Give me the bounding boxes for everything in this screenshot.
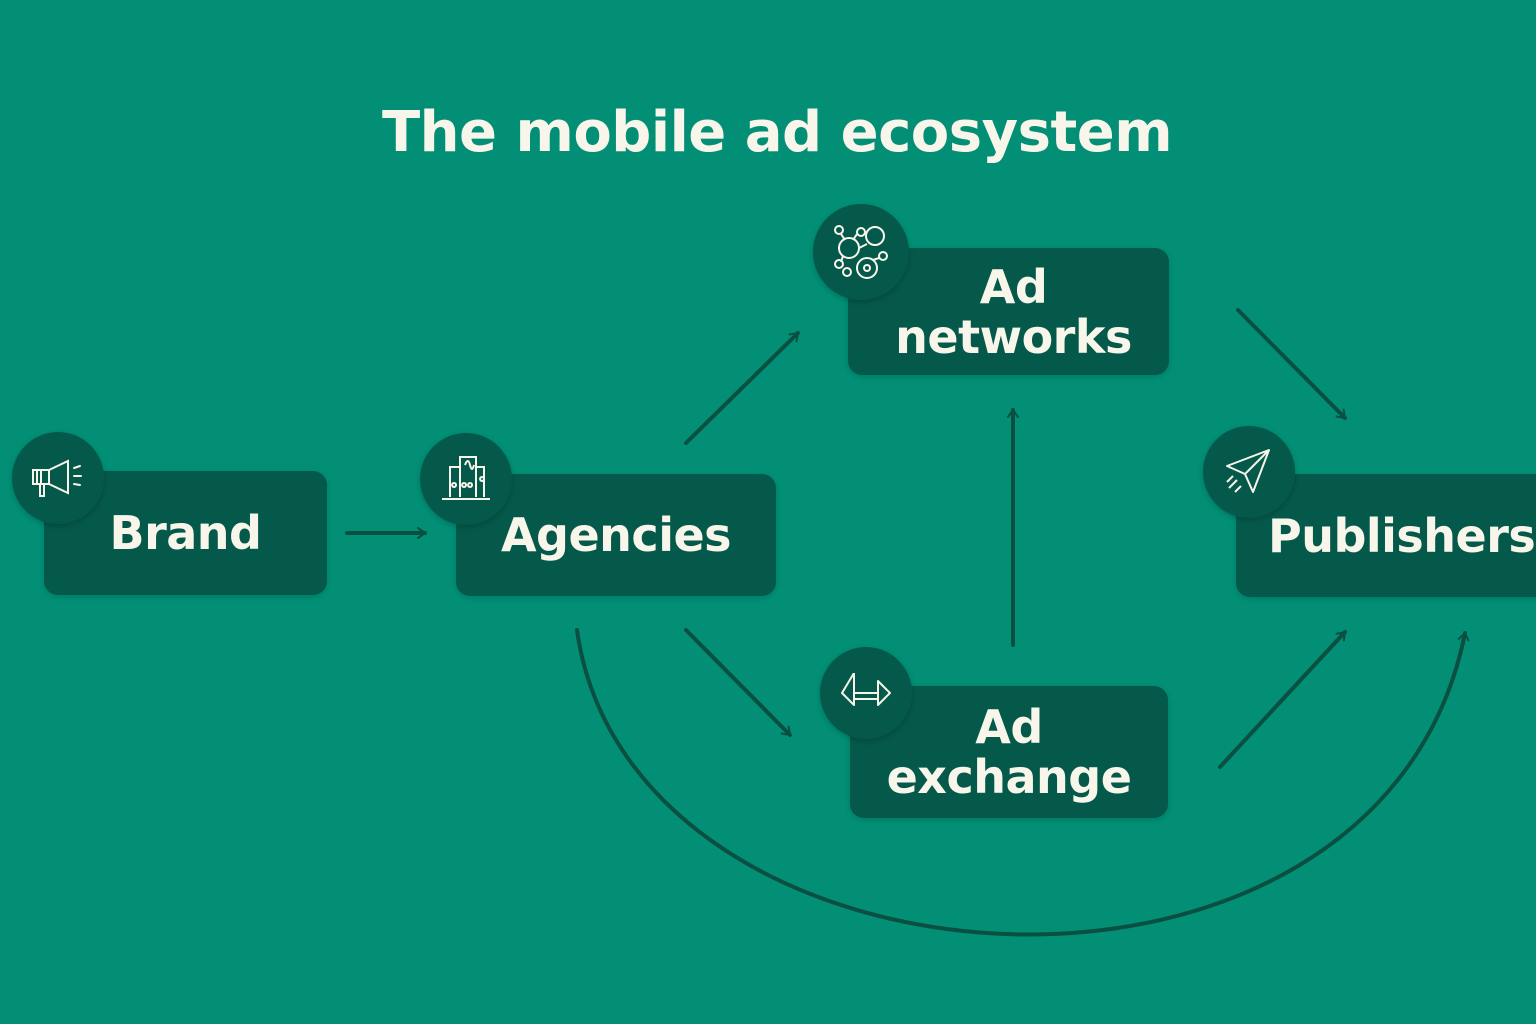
- arrow-adnetworks-publishers: [1236, 308, 1347, 420]
- paper-plane-icon: [1203, 426, 1295, 518]
- megaphone-icon: [12, 432, 104, 524]
- arrow-adexchange-publishers: [1218, 630, 1347, 769]
- node-label: Ad networks: [895, 259, 1132, 364]
- network-icon: [813, 204, 909, 300]
- node-label: Agencies: [500, 508, 732, 562]
- node-label: Ad exchange: [886, 700, 1132, 804]
- exchange-arrows-icon: [820, 647, 912, 739]
- node-ad-networks: Ad networks: [848, 248, 1169, 375]
- node-label: Brand: [109, 506, 262, 560]
- building-icon: [420, 433, 512, 525]
- diagram-title: The mobile ad ecosystem: [381, 100, 1173, 165]
- arrow-agencies-adnetworks: [684, 331, 800, 445]
- arrow-agencies-adexchange: [684, 628, 792, 737]
- arrow-agencies-publishers-curve: [575, 628, 1470, 937]
- node-label: Publishers: [1268, 508, 1536, 563]
- node-publishers: Publishers: [1236, 474, 1536, 597]
